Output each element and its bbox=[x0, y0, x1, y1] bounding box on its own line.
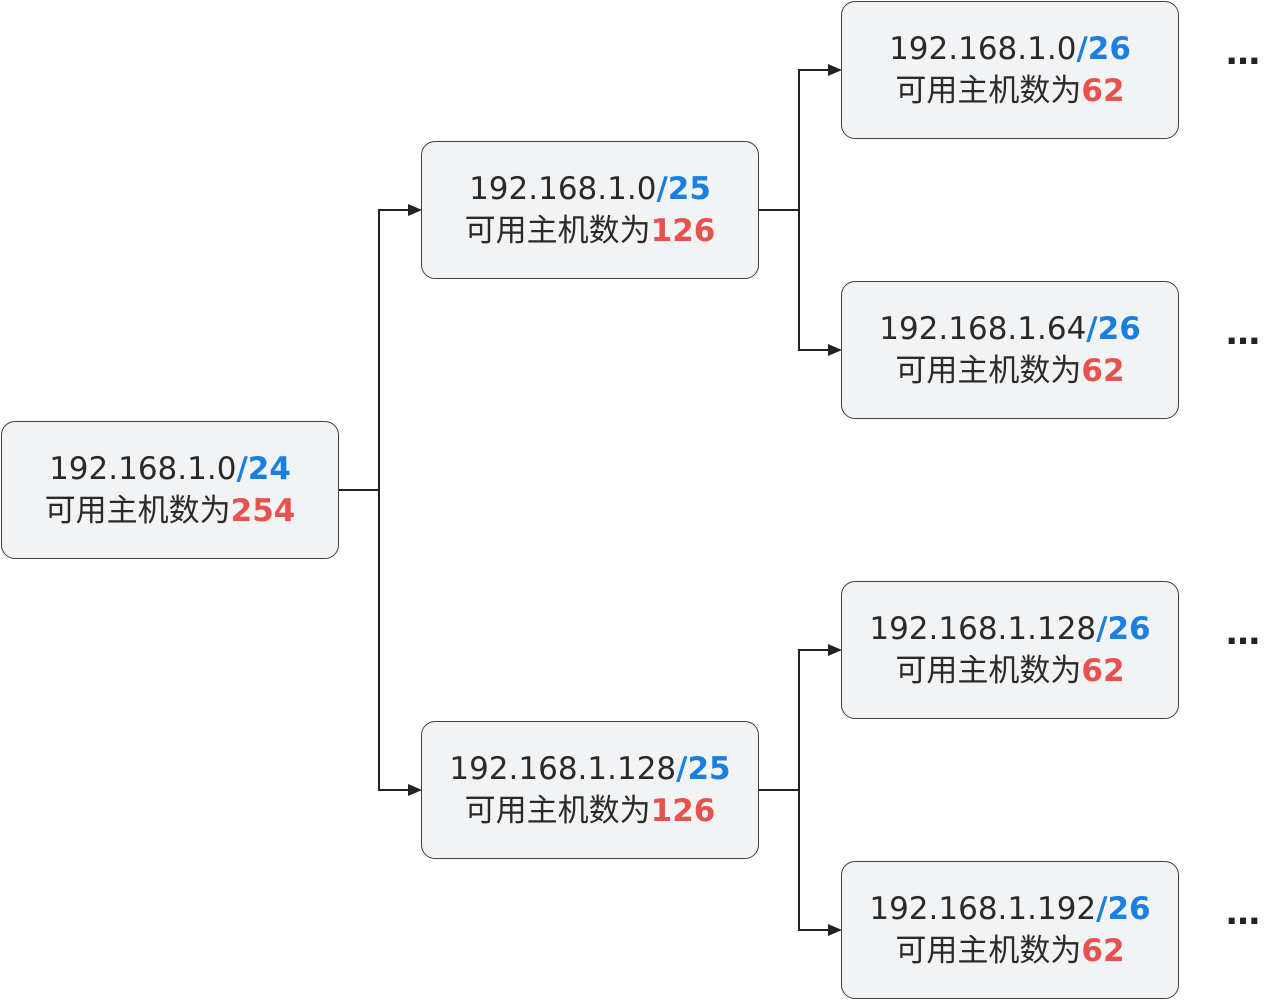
host-count-label: 可用主机数为 bbox=[895, 653, 1082, 689]
host-count-line: 可用主机数为62 bbox=[895, 930, 1124, 972]
host-count-value: 126 bbox=[650, 213, 716, 249]
subnet-address-line: 192.168.1.128/26 bbox=[869, 608, 1150, 650]
continuation-ellipsis: … bbox=[1226, 613, 1261, 653]
network-address: 192.168.1.0 bbox=[469, 171, 657, 207]
host-count-line: 可用主机数为126 bbox=[465, 210, 716, 252]
network-address: 192.168.1.128 bbox=[869, 611, 1097, 647]
connector-arrow-n25b-n26c bbox=[759, 644, 842, 791]
continuation-ellipsis: … bbox=[1226, 893, 1261, 933]
prefix-length: /26 bbox=[1076, 31, 1131, 67]
host-count-label: 可用主机数为 bbox=[895, 933, 1082, 969]
continuation-ellipsis: … bbox=[1226, 33, 1261, 73]
host-count-value: 62 bbox=[1081, 653, 1125, 689]
subnet-node-25-upper: 192.168.1.0/25 可用主机数为126 bbox=[421, 141, 759, 279]
connector-arrow-n25b-n26d bbox=[759, 789, 842, 936]
subnet-address-line: 192.168.1.0/26 bbox=[889, 28, 1131, 70]
connector-arrow-n25a-n26a bbox=[759, 64, 842, 211]
subnet-node-26-d: 192.168.1.192/26 可用主机数为62 bbox=[841, 861, 1179, 999]
subnet-node-25-lower: 192.168.1.128/25 可用主机数为126 bbox=[421, 721, 759, 859]
subnet-address-line: 192.168.1.192/26 bbox=[869, 888, 1150, 930]
host-count-value: 254 bbox=[230, 493, 296, 529]
host-count-label: 可用主机数为 bbox=[895, 73, 1082, 109]
host-count-value: 62 bbox=[1081, 73, 1125, 109]
network-address: 192.168.1.64 bbox=[879, 311, 1087, 347]
network-address: 192.168.1.192 bbox=[869, 891, 1097, 927]
host-count-value: 62 bbox=[1081, 353, 1125, 389]
subnet-address-line: 192.168.1.128/25 bbox=[449, 748, 730, 790]
host-count-label: 可用主机数为 bbox=[895, 353, 1082, 389]
connector-arrow-n24-n25a bbox=[339, 204, 422, 491]
host-count-line: 可用主机数为254 bbox=[45, 490, 296, 532]
subnet-node-24: 192.168.1.0/24 可用主机数为254 bbox=[1, 421, 339, 559]
host-count-label: 可用主机数为 bbox=[464, 793, 651, 829]
prefix-length: /24 bbox=[236, 451, 291, 487]
host-count-line: 可用主机数为62 bbox=[895, 650, 1124, 692]
host-count-line: 可用主机数为62 bbox=[895, 350, 1124, 392]
subnet-node-26-b: 192.168.1.64/26 可用主机数为62 bbox=[841, 281, 1179, 419]
host-count-line: 可用主机数为62 bbox=[895, 70, 1124, 112]
subnet-node-26-c: 192.168.1.128/26 可用主机数为62 bbox=[841, 581, 1179, 719]
host-count-label: 可用主机数为 bbox=[44, 493, 231, 529]
connector-arrow-n24-n25b bbox=[339, 489, 422, 796]
network-address: 192.168.1.0 bbox=[889, 31, 1077, 67]
subnet-address-line: 192.168.1.0/25 bbox=[469, 168, 711, 210]
subnet-node-26-a: 192.168.1.0/26 可用主机数为62 bbox=[841, 1, 1179, 139]
subnet-address-line: 192.168.1.0/24 bbox=[49, 448, 291, 490]
prefix-length: /25 bbox=[676, 751, 731, 787]
continuation-ellipsis: … bbox=[1226, 313, 1261, 353]
prefix-length: /25 bbox=[656, 171, 711, 207]
network-address: 192.168.1.0 bbox=[49, 451, 237, 487]
network-address: 192.168.1.128 bbox=[449, 751, 677, 787]
prefix-length: /26 bbox=[1096, 611, 1151, 647]
host-count-value: 126 bbox=[650, 793, 716, 829]
host-count-label: 可用主机数为 bbox=[464, 213, 651, 249]
host-count-line: 可用主机数为126 bbox=[465, 790, 716, 832]
prefix-length: /26 bbox=[1086, 311, 1141, 347]
subnet-address-line: 192.168.1.64/26 bbox=[879, 308, 1141, 350]
host-count-value: 62 bbox=[1081, 933, 1125, 969]
prefix-length: /26 bbox=[1096, 891, 1151, 927]
connector-arrow-n25a-n26b bbox=[759, 209, 842, 356]
